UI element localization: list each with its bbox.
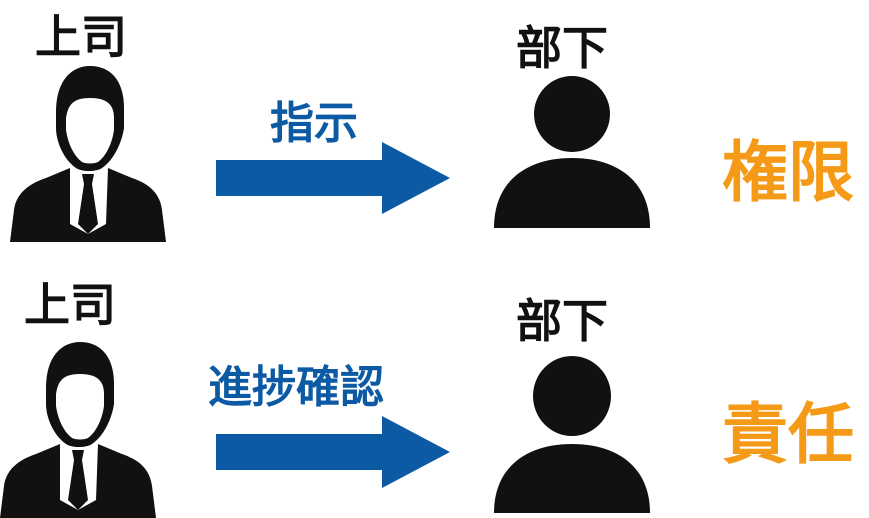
person-icon [494,76,650,228]
right-arrow-icon [216,416,450,488]
instruction-label: 指示 [270,98,358,149]
subordinate-label: 部下 [516,21,608,75]
progress-check-label: 進捗確認 [208,362,384,413]
authority-row: 上司 指示 部下 権限 [0,0,869,256]
businessman-icon [0,342,156,518]
authority-label: 権限 [722,134,854,211]
responsibility-label: 責任 [722,396,854,473]
responsibility-row: 上司 進捗確認 部下 責任 [0,256,869,518]
person-icon [494,356,650,513]
businessman-icon [10,66,166,242]
boss-label: 上司 [24,278,116,332]
right-arrow-icon [216,142,450,214]
subordinate-label: 部下 [516,294,608,348]
boss-label: 上司 [35,10,127,64]
